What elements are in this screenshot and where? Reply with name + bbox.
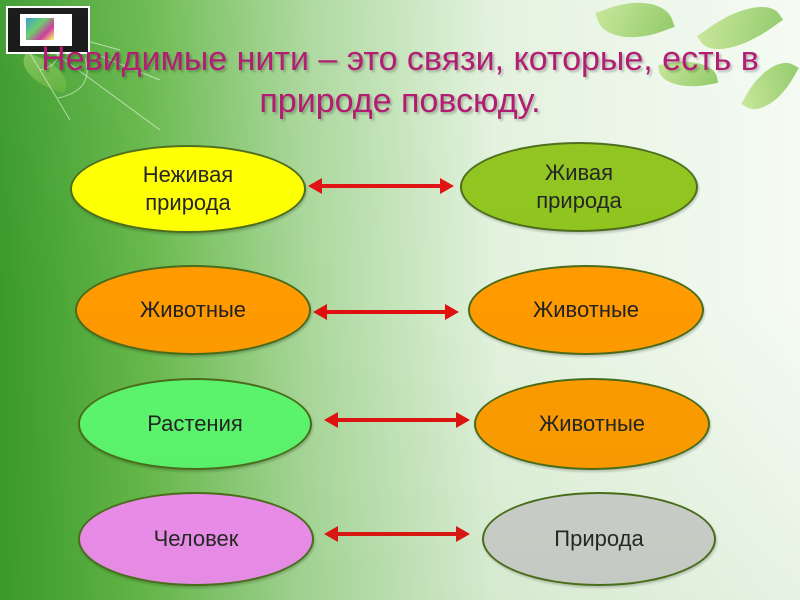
oval-label: Живая природа (536, 160, 622, 213)
double-arrow (308, 178, 454, 194)
oval-human: Человек (78, 492, 314, 586)
oval-living-nature: Живая природа (460, 142, 698, 232)
oval-label: Животные (139, 297, 247, 322)
document-image-icon (6, 6, 90, 54)
oval-label: Природа (554, 526, 644, 551)
oval-label: Животные (532, 297, 640, 322)
oval-plants: Растения (78, 378, 312, 470)
oval-label: Человек (153, 526, 239, 551)
oval-label: Животные (538, 411, 646, 436)
double-arrow (324, 412, 470, 428)
oval-label: Неживая природа (142, 162, 234, 215)
oval-animals-right: Животные (468, 265, 704, 355)
oval-nature: Природа (482, 492, 716, 586)
slide-title: Невидимые нити – это связи, которые, ест… (41, 40, 759, 120)
oval-nonliving-nature: Неживая природа (70, 145, 306, 233)
oval-animals-third: Животные (474, 378, 710, 470)
oval-animals-left: Животные (75, 265, 311, 355)
oval-label: Растения (147, 411, 243, 436)
double-arrow (324, 526, 470, 542)
double-arrow (313, 304, 459, 320)
